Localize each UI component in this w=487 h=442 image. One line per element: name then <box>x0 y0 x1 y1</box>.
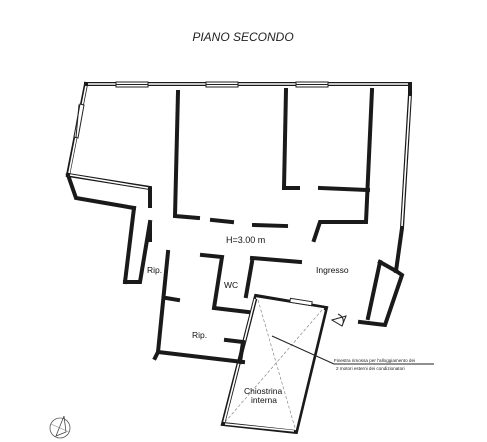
windows <box>73 81 329 307</box>
note-line-2: 2 motori esterni dei condizionatori <box>336 366 405 371</box>
wall-highlights <box>68 83 411 432</box>
north-arrow-icon <box>49 415 71 439</box>
interior-walls <box>148 87 399 365</box>
note-leader <box>271 335 434 365</box>
room-label-wc: WC <box>224 280 238 290</box>
note-line-1: Finestra rimossa per l'alloggiamento dei <box>334 358 415 363</box>
room-label-rip-left: Rip. <box>147 265 162 275</box>
room-label-rip-lower: Rip. <box>192 330 207 340</box>
chiostrina-diagonals <box>225 299 323 429</box>
room-label-ingresso: Ingresso <box>316 265 349 275</box>
entrance-door-icon <box>330 313 347 327</box>
outer-walls <box>65 81 413 435</box>
height-label: H=3.00 m <box>226 235 265 245</box>
room-label-chiostrina: Chiostrina <box>244 386 283 396</box>
plan-title: PIANO SECONDO <box>192 30 293 44</box>
room-label-interna: interna <box>251 395 277 405</box>
